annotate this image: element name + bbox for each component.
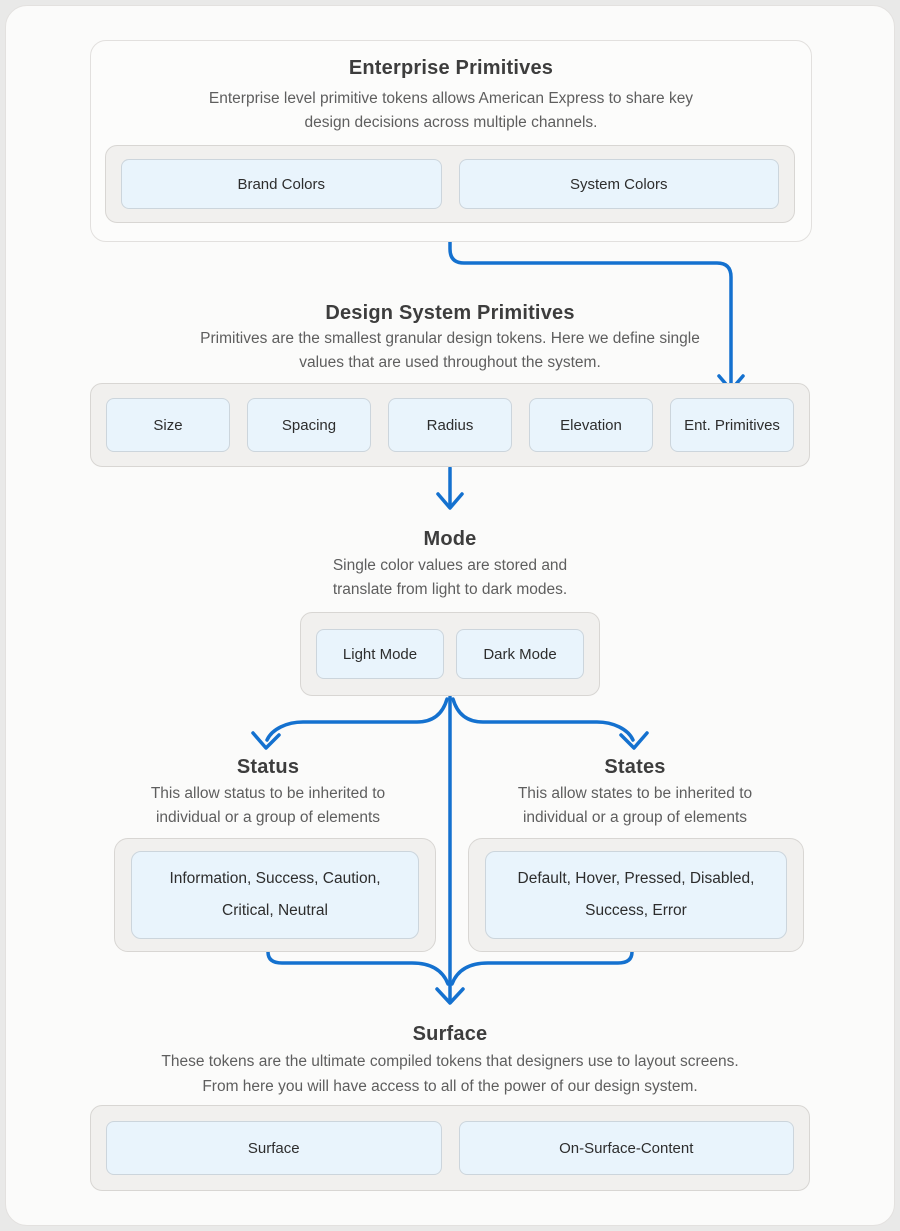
light-mode-button[interactable]: Light Mode [316,629,444,679]
description-line: Single color values are stored and [332,557,568,574]
design-system-primitives-title: Design System Primitives [325,302,575,324]
brand-colors-button[interactable]: Brand Colors [121,159,442,209]
states-values-box[interactable]: Default, Hover, Pressed, Disabled, Succe… [485,851,787,939]
states-tray: Default, Hover, Pressed, Disabled, Succe… [468,838,804,952]
description-line: From here you will have access to all of… [202,1077,698,1095]
surface-title: Surface [412,1023,488,1045]
enterprise-primitives-description: Enterprise level primitive tokens allows… [91,87,811,135]
description-line: This allow status to be inherited to [150,785,386,802]
states-values-line: Success, Error [585,902,687,919]
mode-title: Mode [423,528,477,550]
status-tray: Information, Success, Caution, Critical,… [114,838,436,952]
description-line: design decisions across multiple channel… [304,114,598,131]
description-line: Enterprise level primitive tokens allows… [208,90,694,107]
states-values-line: Default, Hover, Pressed, Disabled, [517,870,755,887]
status-values-box[interactable]: Information, Success, Caution, Critical,… [131,851,419,939]
description-line: translate from light to dark modes. [332,581,568,598]
surface-tray: Surface On-Surface-Content [90,1105,810,1191]
description-line: Primitives are the smallest granular des… [200,330,700,347]
ent-primitives-button[interactable]: Ent. Primitives [670,398,794,452]
description-line: values that are used throughout the syst… [299,354,601,371]
states-description: This allow states to be inherited to ind… [485,782,785,830]
enterprise-primitives-title: Enterprise Primitives [348,57,554,79]
surface-description: These tokens are the ultimate compiled t… [0,1050,900,1099]
size-button[interactable]: Size [106,398,230,452]
states-title: States [604,756,666,778]
surface-button[interactable]: Surface [106,1121,442,1175]
mode-description: Single color values are stored and trans… [0,554,900,602]
description-line: These tokens are the ultimate compiled t… [161,1053,739,1070]
description-line: individual or a group of elements [522,809,748,826]
status-values-line: Critical, Neutral [222,902,328,919]
status-description: This allow status to be inherited to ind… [118,782,418,830]
mode-tray: Light Mode Dark Mode [300,612,600,696]
elevation-button[interactable]: Elevation [529,398,653,452]
on-surface-content-button[interactable]: On-Surface-Content [458,1121,794,1175]
description-line: individual or a group of elements [155,809,381,826]
status-values-line: Information, Success, Caution, [169,870,381,887]
design-system-primitives-tray: Size Spacing Radius Elevation Ent. Primi… [90,383,810,467]
enterprise-primitives-card: Enterprise Primitives Enterprise level p… [90,40,812,242]
system-colors-button[interactable]: System Colors [458,159,779,209]
dark-mode-button[interactable]: Dark Mode [456,629,584,679]
radius-button[interactable]: Radius [388,398,512,452]
description-line: This allow states to be inherited to [517,785,753,802]
design-system-primitives-description: Primitives are the smallest granular des… [0,327,900,375]
spacing-button[interactable]: Spacing [247,398,371,452]
enterprise-primitives-tray: Brand Colors System Colors [105,145,795,223]
status-title: Status [236,756,300,778]
